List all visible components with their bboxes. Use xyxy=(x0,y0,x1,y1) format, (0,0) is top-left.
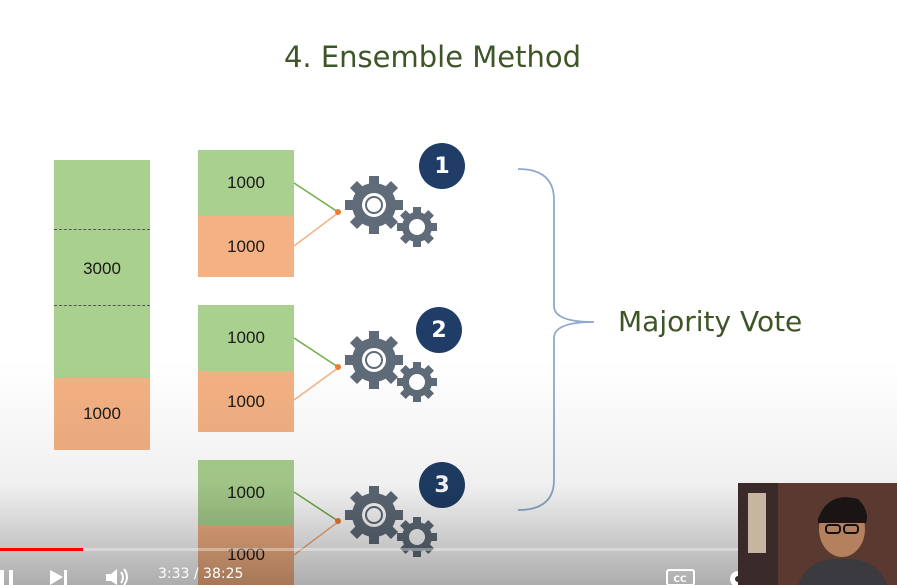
pause-icon xyxy=(0,570,13,585)
dashed-divider xyxy=(54,229,150,230)
group-2-top-label: 1000 xyxy=(227,328,265,347)
group-1-top-label: 1000 xyxy=(227,173,265,192)
captions-button[interactable]: CC xyxy=(666,556,696,585)
progress-track[interactable] xyxy=(0,548,897,551)
connector-line xyxy=(293,337,339,368)
group-1-badge: 1 xyxy=(419,143,465,189)
gear-icon xyxy=(344,485,404,545)
gear-icon xyxy=(344,330,404,390)
curly-brace xyxy=(517,168,595,511)
group-2-bottom-block: 1000 xyxy=(198,371,294,432)
webcam-overlay xyxy=(738,483,897,585)
group-3-top-label: 1000 xyxy=(227,482,265,502)
group-3-bottom-block: 1000 xyxy=(198,525,294,585)
progress-fill xyxy=(0,548,84,551)
presenter-video xyxy=(738,483,897,585)
left-block-orange-label: 1000 xyxy=(83,404,121,423)
group-3-bottom-label: 1000 xyxy=(227,545,265,564)
group-1-top-block: 1000 xyxy=(198,150,294,216)
group-1-number: 1 xyxy=(434,153,450,179)
left-block-green: 3000 xyxy=(54,160,150,378)
next-button[interactable] xyxy=(48,556,72,585)
group-2-bottom-label: 1000 xyxy=(227,391,265,411)
volume-button[interactable] xyxy=(104,556,132,585)
gear-icon xyxy=(397,517,437,557)
left-block-green-label: 3000 xyxy=(83,259,121,278)
connector-line xyxy=(293,367,339,401)
connector-line xyxy=(293,491,339,522)
time-display: 3:33 / 38:25 xyxy=(158,566,244,582)
group-2-top-block: 1000 xyxy=(198,305,294,371)
majority-vote-label: Majority Vote xyxy=(618,305,803,338)
left-block-orange: 1000 xyxy=(54,378,150,450)
dashed-divider xyxy=(54,305,150,306)
captions-label: CC xyxy=(673,575,687,585)
group-1-bottom-block: 1000 xyxy=(198,216,294,277)
captions-icon: CC xyxy=(666,569,695,585)
gear-icon xyxy=(344,175,404,235)
connector-line xyxy=(293,521,339,556)
group-2-badge: 2 xyxy=(416,307,462,353)
connector-dot xyxy=(335,209,341,215)
gear-icon xyxy=(397,207,437,247)
pause-button[interactable] xyxy=(0,556,20,585)
connector-line xyxy=(293,182,339,213)
connector-dot xyxy=(335,518,341,524)
group-3-badge: 3 xyxy=(419,462,465,508)
connector-line xyxy=(293,212,339,247)
group-2-number: 2 xyxy=(431,317,447,343)
connector-dot xyxy=(335,364,341,370)
gear-icon xyxy=(397,362,437,402)
next-icon xyxy=(50,570,67,585)
slide-title: 4. Ensemble Method xyxy=(283,40,582,74)
group-3-number: 3 xyxy=(434,472,450,498)
volume-icon xyxy=(106,568,128,585)
group-1-bottom-label: 1000 xyxy=(227,236,265,256)
group-3-top-block: 1000 xyxy=(198,460,294,525)
